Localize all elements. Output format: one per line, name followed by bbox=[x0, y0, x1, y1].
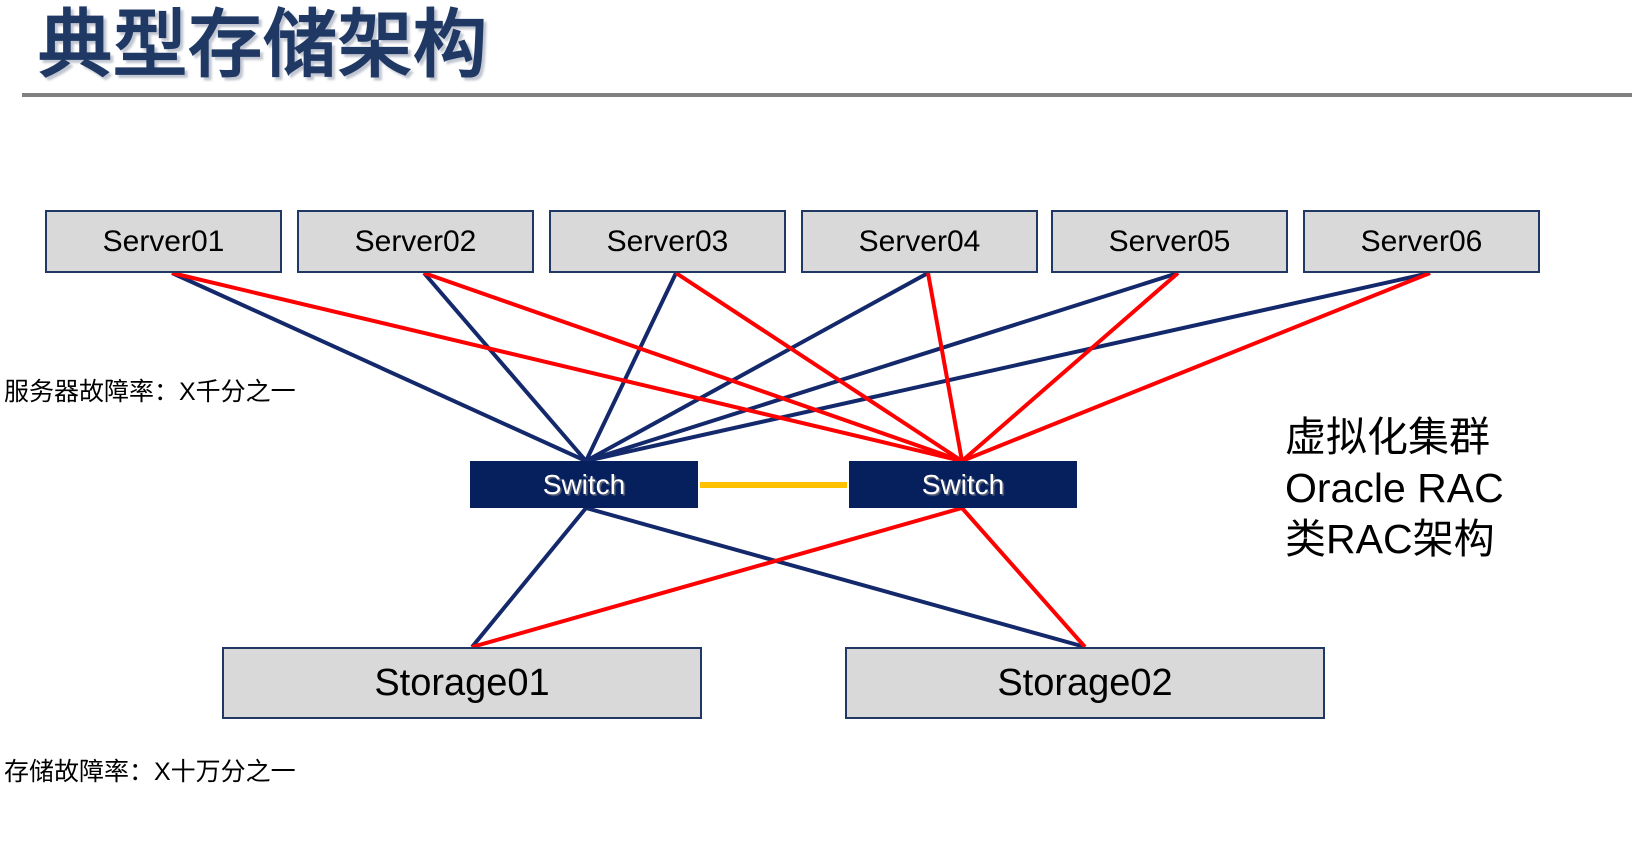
secondary-link-2 bbox=[423, 271, 963, 463]
primary-link-3 bbox=[584, 272, 678, 462]
secondary-link-4 bbox=[926, 272, 964, 462]
storage-node-2[interactable]: Storage02 bbox=[845, 647, 1325, 719]
secondary-link-1 bbox=[171, 271, 963, 463]
server-node-label: Server03 bbox=[606, 224, 729, 258]
server-node-label: Server04 bbox=[858, 224, 981, 258]
switch-node-label: Switch bbox=[542, 468, 626, 500]
primary-link-4 bbox=[585, 271, 929, 463]
primary-link-5 bbox=[585, 271, 1179, 463]
secondary-link-5 bbox=[960, 271, 1180, 463]
title-divider bbox=[22, 93, 1632, 97]
storage-failure-rate-label: 存储故障率：X十万分之一 bbox=[4, 758, 296, 786]
primary-link-1 bbox=[171, 271, 587, 463]
primary-link-2 bbox=[422, 271, 588, 463]
server-node-5[interactable]: Server05 bbox=[1051, 210, 1288, 273]
server-node-label: Server01 bbox=[102, 224, 225, 258]
switch-node-1[interactable]: Switch bbox=[470, 461, 698, 508]
server-node-1[interactable]: Server01 bbox=[45, 210, 282, 273]
secondary-link-3 bbox=[674, 271, 964, 463]
storage-node-label: Storage02 bbox=[997, 661, 1173, 704]
cluster-note-line-1: 虚拟化集群 bbox=[1285, 414, 1490, 460]
secondary-link-8 bbox=[960, 506, 1087, 649]
page-title: 典型存储架构 bbox=[38, 3, 488, 86]
cluster-note: 虚拟化集群 Oracle RAC 类RAC架构 bbox=[1285, 412, 1504, 565]
server-node-6[interactable]: Server06 bbox=[1303, 210, 1540, 273]
secondary-link-7 bbox=[471, 506, 963, 649]
server-node-label: Server05 bbox=[1108, 224, 1231, 258]
server-node-label: Server06 bbox=[1360, 224, 1483, 258]
storage-node-label: Storage01 bbox=[374, 661, 550, 704]
server-failure-rate-label: 服务器故障率：X千分之一 bbox=[4, 378, 296, 406]
switch-node-2[interactable]: Switch bbox=[849, 461, 1077, 508]
server-node-2[interactable]: Server02 bbox=[297, 210, 534, 273]
primary-link-group bbox=[171, 271, 1431, 649]
cluster-note-line-3: 类RAC架构 bbox=[1285, 516, 1495, 562]
server-node-3[interactable]: Server03 bbox=[549, 210, 786, 273]
secondary-link-group bbox=[171, 271, 1431, 649]
cluster-note-line-2: Oracle RAC bbox=[1285, 465, 1504, 511]
server-node-label: Server02 bbox=[354, 224, 477, 258]
switch-node-label: Switch bbox=[921, 468, 1005, 500]
server-node-4[interactable]: Server04 bbox=[801, 210, 1038, 273]
storage-node-1[interactable]: Storage01 bbox=[222, 647, 702, 719]
primary-link-7 bbox=[470, 506, 588, 649]
primary-link-8 bbox=[585, 506, 1086, 649]
